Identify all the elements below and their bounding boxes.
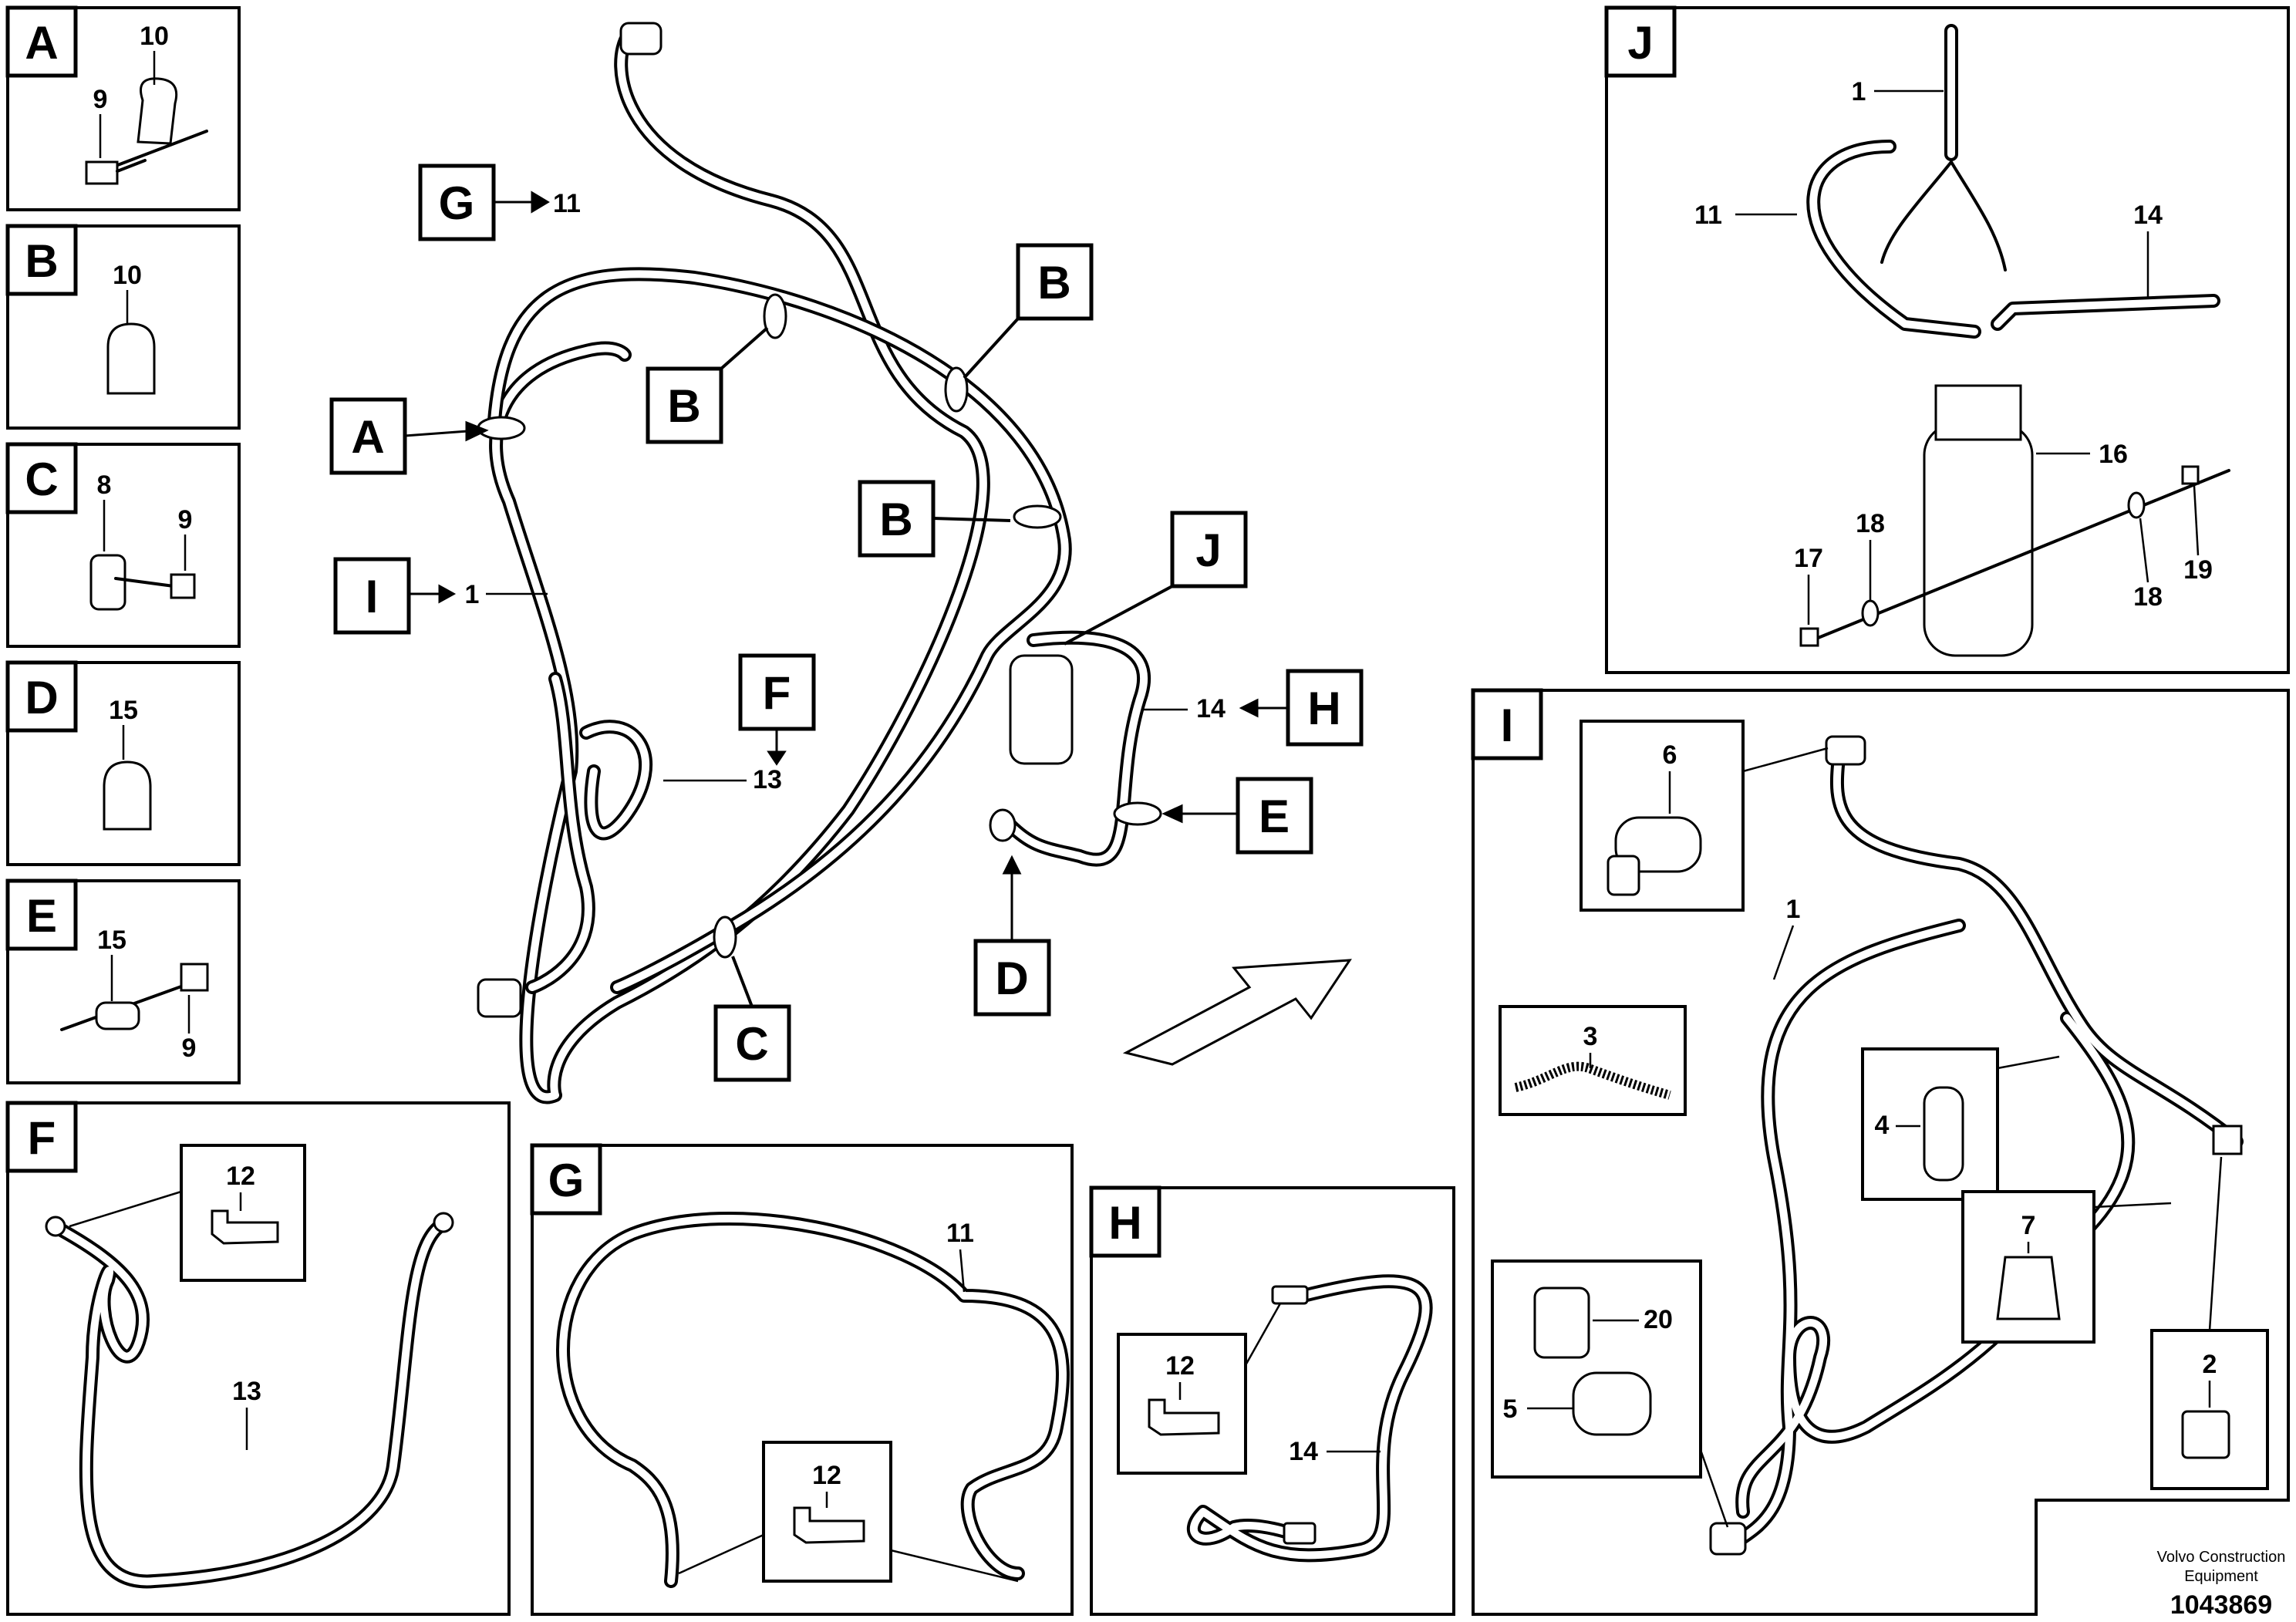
screw-part: [1799, 627, 1819, 647]
panel-h-letter: H: [1108, 1197, 1141, 1249]
drawing-number: 1043869: [2170, 1590, 2272, 1620]
callout-11: 11: [1694, 201, 1722, 230]
label-c: C: [735, 1018, 768, 1070]
direction-arrow: [1122, 959, 1352, 1066]
clip-part: [137, 77, 178, 145]
callout-3: 3: [1583, 1022, 1598, 1051]
sub-box-12: [1117, 1333, 1247, 1475]
callout-20: 20: [1644, 1305, 1673, 1334]
callout-12: 12: [1165, 1351, 1195, 1381]
callout-11: 11: [946, 1219, 974, 1248]
callout-13: 13: [232, 1377, 261, 1406]
nut-part: [2181, 465, 2200, 485]
callout-13: 13: [753, 765, 782, 794]
label-b: B: [1037, 257, 1070, 309]
detail-panel-c: C 8 9: [5, 442, 241, 648]
connector-part: [619, 22, 663, 56]
label-e: E: [1259, 791, 1290, 842]
screw-part: [85, 160, 119, 185]
callout-15: 15: [109, 696, 138, 725]
connector-part: [1709, 1522, 1747, 1556]
panel-a-letter: A: [25, 17, 58, 69]
panel-b-letter: B: [25, 235, 58, 287]
detail-panel-d: D 15: [5, 660, 241, 866]
callout-8: 8: [97, 470, 112, 500]
panel-f-letter: F: [28, 1112, 56, 1164]
brand-line-1: Volvo Construction: [2157, 1549, 2286, 1566]
sub-box-20-5: [1491, 1259, 1702, 1479]
sub-box-12: [180, 1144, 306, 1282]
detail-panel-j: J 1 11 14 16 17 18 18 19: [1604, 5, 2290, 674]
detail-panel-i: I 6 3 4 20 5 7 2: [1471, 688, 2290, 1616]
callout-10: 10: [113, 261, 142, 290]
detail-panel-a: A 10 9: [5, 5, 241, 211]
callout-9: 9: [178, 505, 193, 534]
callout-14: 14: [1196, 694, 1226, 723]
solenoid-part: [1923, 423, 2034, 657]
panel-e-letter: E: [26, 890, 57, 942]
panel-i-letter: I: [1501, 700, 1514, 751]
drawing-footer: Volvo Construction Equipment 1043869: [2157, 1549, 2286, 1620]
callout-14: 14: [1289, 1437, 1318, 1466]
label-b: B: [879, 494, 912, 545]
label-i: I: [366, 571, 379, 622]
callout-19: 19: [2183, 555, 2213, 585]
callout-5: 5: [1503, 1394, 1518, 1424]
screw-part: [180, 963, 209, 992]
callout-6: 6: [1663, 740, 1677, 770]
connector-part: [477, 978, 522, 1018]
label-g: G: [439, 177, 475, 229]
brand-line-2: Equipment: [2184, 1568, 2258, 1585]
callout-4: 4: [1875, 1111, 1890, 1140]
callout-16: 16: [2099, 440, 2128, 469]
callout-1: 1: [465, 580, 480, 609]
callout-9: 9: [182, 1034, 197, 1063]
callout-18: 18: [1856, 509, 1885, 538]
callout-10: 10: [140, 22, 169, 51]
detail-panel-f: F 12 13: [5, 1101, 511, 1616]
callout-9: 9: [93, 85, 108, 114]
clip-part: [95, 1001, 140, 1030]
callout-2: 2: [2203, 1350, 2217, 1379]
label-h: H: [1307, 683, 1340, 734]
connector-part: [2212, 1125, 2243, 1155]
detail-panel-h: H 12 14: [1089, 1185, 1455, 1616]
detail-panel-b: B 10: [5, 224, 241, 430]
main-harness-view: G 11 A I 1 B B B J F 13 H 14 E: [329, 22, 1364, 1104]
solenoid-head-part: [1934, 384, 2022, 441]
callout-1: 1: [1852, 77, 1866, 106]
sub-box-3: [1499, 1005, 1687, 1116]
sub-box-12: [762, 1441, 892, 1583]
panel-j-letter: J: [1627, 17, 1653, 69]
screw-part: [170, 573, 196, 599]
solenoid-part: [1009, 654, 1074, 765]
label-f: F: [763, 667, 791, 719]
callout-17: 17: [1794, 544, 1823, 573]
clip-part: [103, 760, 152, 831]
clip-part: [106, 322, 156, 395]
label-j: J: [1195, 524, 1221, 576]
sub-box-2: [2150, 1329, 2269, 1490]
callout-12: 12: [226, 1162, 255, 1191]
callout-18: 18: [2133, 582, 2163, 612]
callout-14: 14: [2133, 201, 2163, 230]
callout-15: 15: [97, 926, 126, 955]
panel-g-letter: G: [548, 1155, 585, 1206]
panel-c-letter: C: [25, 454, 58, 505]
callout-1: 1: [1786, 895, 1801, 924]
connector-part: [1825, 735, 1866, 766]
panel-d-letter: D: [25, 672, 58, 723]
label-d: D: [995, 953, 1028, 1004]
label-a: A: [351, 411, 384, 463]
clip-part: [89, 554, 126, 611]
detail-panel-g: G 12 11: [530, 1143, 1074, 1616]
callout-12: 12: [812, 1461, 841, 1490]
callout-7: 7: [2021, 1211, 2036, 1240]
detail-panel-e: E 15 9: [5, 878, 241, 1084]
label-b: B: [667, 380, 700, 432]
callout-11: 11: [553, 189, 581, 218]
